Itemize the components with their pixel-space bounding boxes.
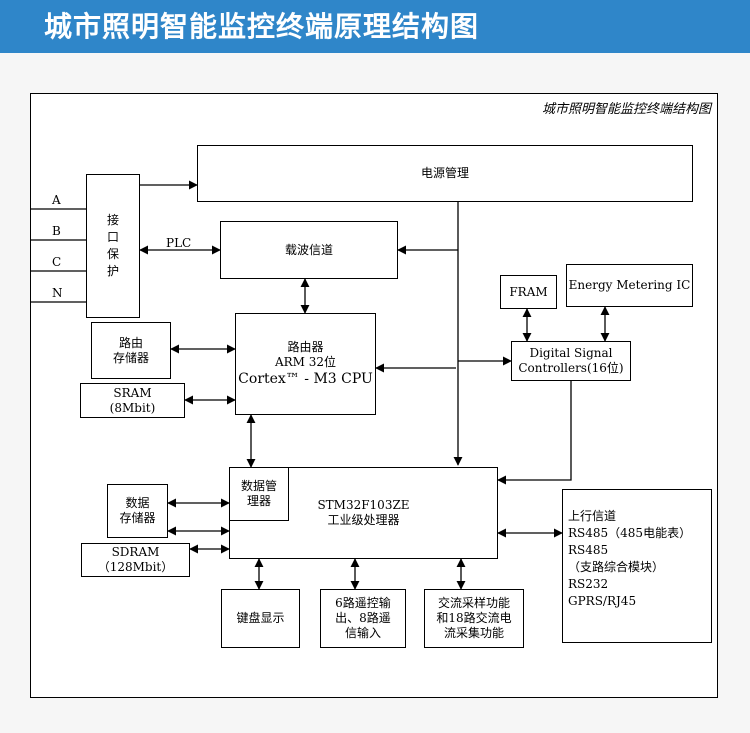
- plc-label: PLC: [166, 236, 192, 250]
- keyboard-display-block: 键盘显示: [221, 589, 300, 648]
- data-storage-block: 数据 存储器: [107, 484, 168, 538]
- data-manager-block: 数据管 理器: [229, 467, 289, 521]
- page-title: 城市照明智能监控终端原理结构图: [0, 0, 750, 53]
- uplink-channel-block: 上行信道 RS485（485电能表） RS485 （支路综合模块） RS232 …: [562, 489, 712, 643]
- sram-block: SRAM (8Mbit): [80, 383, 185, 418]
- power-management-block: 电源管理: [197, 145, 693, 202]
- ac-sampling-block: 交流采样功能 和18路交流电 流采集功能: [424, 589, 524, 648]
- input-label-c: C: [52, 255, 62, 269]
- input-label-a: A: [52, 193, 61, 207]
- router-storage-block: 路由 存储器: [91, 322, 171, 379]
- digital-signal-controller-block: Digital Signal Controllers(16位): [511, 341, 631, 381]
- fram-block: FRAM: [500, 275, 557, 309]
- interface-protection-block: 接口保护: [86, 174, 140, 318]
- sdram-block: SDRAM （128Mbit）: [81, 543, 190, 577]
- input-label-b: B: [52, 224, 61, 238]
- carrier-channel-block: 载波信道: [220, 221, 398, 279]
- diagram-caption: 城市照明智能监控终端结构图: [541, 102, 711, 117]
- remote-io-block: 6路遥控输 出、8路遥 信输入: [320, 589, 406, 648]
- input-label-n: N: [52, 286, 63, 300]
- router-cpu-block: 路由器 ARM 32位 Cortex™ - M3 CPU: [235, 313, 376, 415]
- energy-metering-ic-block: Energy Metering IC: [566, 264, 693, 307]
